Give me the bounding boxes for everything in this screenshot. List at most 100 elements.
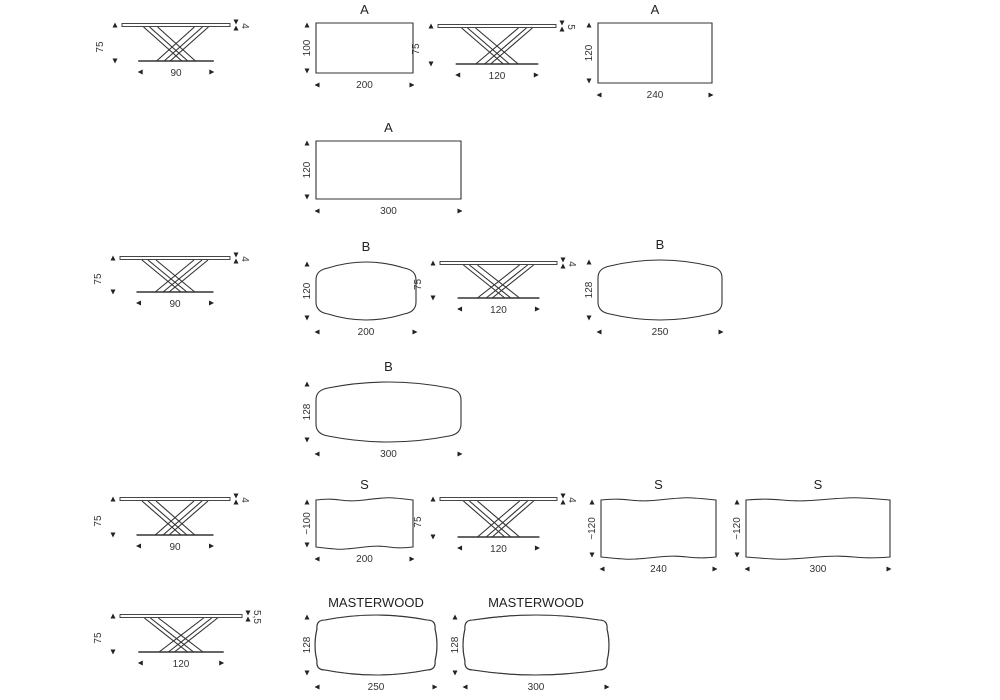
length-dimension-label: 300 xyxy=(528,682,545,693)
dimension-arrow-icon xyxy=(304,499,310,505)
dimension-arrow-icon xyxy=(560,263,566,269)
dimension-arrow-icon xyxy=(604,684,610,690)
table-type-label: MASTERWOOD xyxy=(488,595,584,610)
dimension-arrow-icon xyxy=(462,684,468,690)
crossed-legs xyxy=(463,264,534,299)
dimension-arrow-icon xyxy=(110,532,116,538)
table-top-outline xyxy=(597,259,723,321)
dimension-arrow-icon xyxy=(452,614,458,620)
dimension-arrow-icon xyxy=(432,684,438,690)
depth-dimension-label: 128 xyxy=(584,281,595,298)
dimension-arrow-icon xyxy=(304,614,310,620)
dimension-arrow-icon xyxy=(137,69,143,75)
thickness-dimension-label: 4 xyxy=(566,261,577,267)
table-type-label: B xyxy=(362,239,371,254)
dimension-arrow-icon xyxy=(412,329,418,335)
dimension-arrow-icon xyxy=(718,329,724,335)
thickness-dimension-label: 4 xyxy=(239,23,250,29)
table-top-outline xyxy=(745,497,891,560)
dimension-arrow-icon xyxy=(430,295,436,301)
dimension-arrow-icon xyxy=(314,451,320,457)
length-dimension-label: 240 xyxy=(647,90,664,101)
crossed-legs xyxy=(143,26,209,62)
dimension-arrow-icon xyxy=(560,499,566,505)
dimension-arrow-icon xyxy=(219,660,225,666)
length-dimension-label: 300 xyxy=(380,206,397,217)
width-dimension-label: 90 xyxy=(170,68,182,79)
dimension-arrow-icon xyxy=(596,329,602,335)
dimension-arrow-icon xyxy=(304,315,310,321)
dimension-arrow-icon xyxy=(586,315,592,321)
depth-dimension-label: 120 xyxy=(302,161,313,178)
table-top xyxy=(119,256,231,260)
dimension-arrow-icon xyxy=(112,58,118,64)
dimension-arrow-icon xyxy=(452,670,458,676)
thickness-dimension-label: 4 xyxy=(239,256,250,262)
dimension-arrow-icon xyxy=(233,499,239,505)
dimension-arrow-icon xyxy=(534,306,540,312)
dimension-arrow-icon xyxy=(112,22,118,28)
dimension-arrow-icon xyxy=(314,684,320,690)
depth-dimension-label: ~120 xyxy=(732,517,743,540)
height-dimension-label: 75 xyxy=(413,516,424,528)
dimension-arrow-icon xyxy=(560,257,566,263)
depth-dimension-label: ~100 xyxy=(302,512,313,535)
length-dimension-label: 300 xyxy=(380,449,397,460)
table-type-label: B xyxy=(656,237,665,252)
table-top-outline xyxy=(315,261,417,321)
depth-dimension-label: 120 xyxy=(302,282,313,299)
dimension-arrow-icon xyxy=(110,496,116,502)
dimension-arrow-icon xyxy=(137,660,143,666)
table-top xyxy=(121,23,231,27)
crossed-legs xyxy=(463,500,534,538)
table-top-outline xyxy=(462,614,610,676)
thickness-dimension-label: 4 xyxy=(566,497,577,503)
dimension-arrow-icon xyxy=(430,260,436,266)
dimension-arrow-icon xyxy=(110,289,116,295)
length-dimension-label: 240 xyxy=(650,564,667,575)
height-dimension-label: 75 xyxy=(95,41,106,53)
length-dimension-label: 300 xyxy=(810,564,827,575)
dimension-arrow-icon xyxy=(304,381,310,387)
dimension-arrow-icon xyxy=(245,616,251,622)
thickness-dimension-label: 5,5 xyxy=(251,610,262,624)
dimension-arrow-icon xyxy=(304,542,310,548)
dimension-arrow-icon xyxy=(136,300,141,306)
length-dimension-label: 200 xyxy=(356,80,373,91)
dimension-arrow-icon xyxy=(586,78,592,84)
dimension-arrow-icon xyxy=(233,25,239,31)
depth-dimension-label: 100 xyxy=(302,39,313,56)
crossed-legs xyxy=(144,617,218,653)
dimension-arrow-icon xyxy=(534,545,540,551)
height-dimension-label: 75 xyxy=(93,632,104,644)
dimension-arrow-icon xyxy=(734,499,740,505)
dimension-arrow-icon xyxy=(304,68,310,74)
width-dimension-label: 90 xyxy=(169,299,181,310)
table-top xyxy=(439,497,558,501)
width-dimension-label: 120 xyxy=(490,305,507,316)
dimension-arrow-icon xyxy=(886,566,892,572)
dimension-arrow-icon xyxy=(586,259,592,265)
dimension-arrow-icon xyxy=(314,556,320,562)
dimension-arrow-icon xyxy=(457,306,463,312)
dimension-arrow-icon xyxy=(314,208,320,214)
table-top-outline xyxy=(314,614,438,676)
dimension-arrow-icon xyxy=(304,261,310,267)
table-top xyxy=(439,261,558,265)
table-top xyxy=(437,24,557,28)
dimension-arrow-icon xyxy=(245,610,251,616)
thickness-dimension-label: 4 xyxy=(239,497,250,503)
table-top-outline xyxy=(597,22,713,84)
crossed-legs xyxy=(461,27,533,65)
dimension-arrow-icon xyxy=(559,20,565,26)
dimension-arrow-icon xyxy=(304,22,310,28)
depth-dimension-label: 128 xyxy=(302,403,313,420)
dimension-arrow-icon xyxy=(110,649,116,655)
